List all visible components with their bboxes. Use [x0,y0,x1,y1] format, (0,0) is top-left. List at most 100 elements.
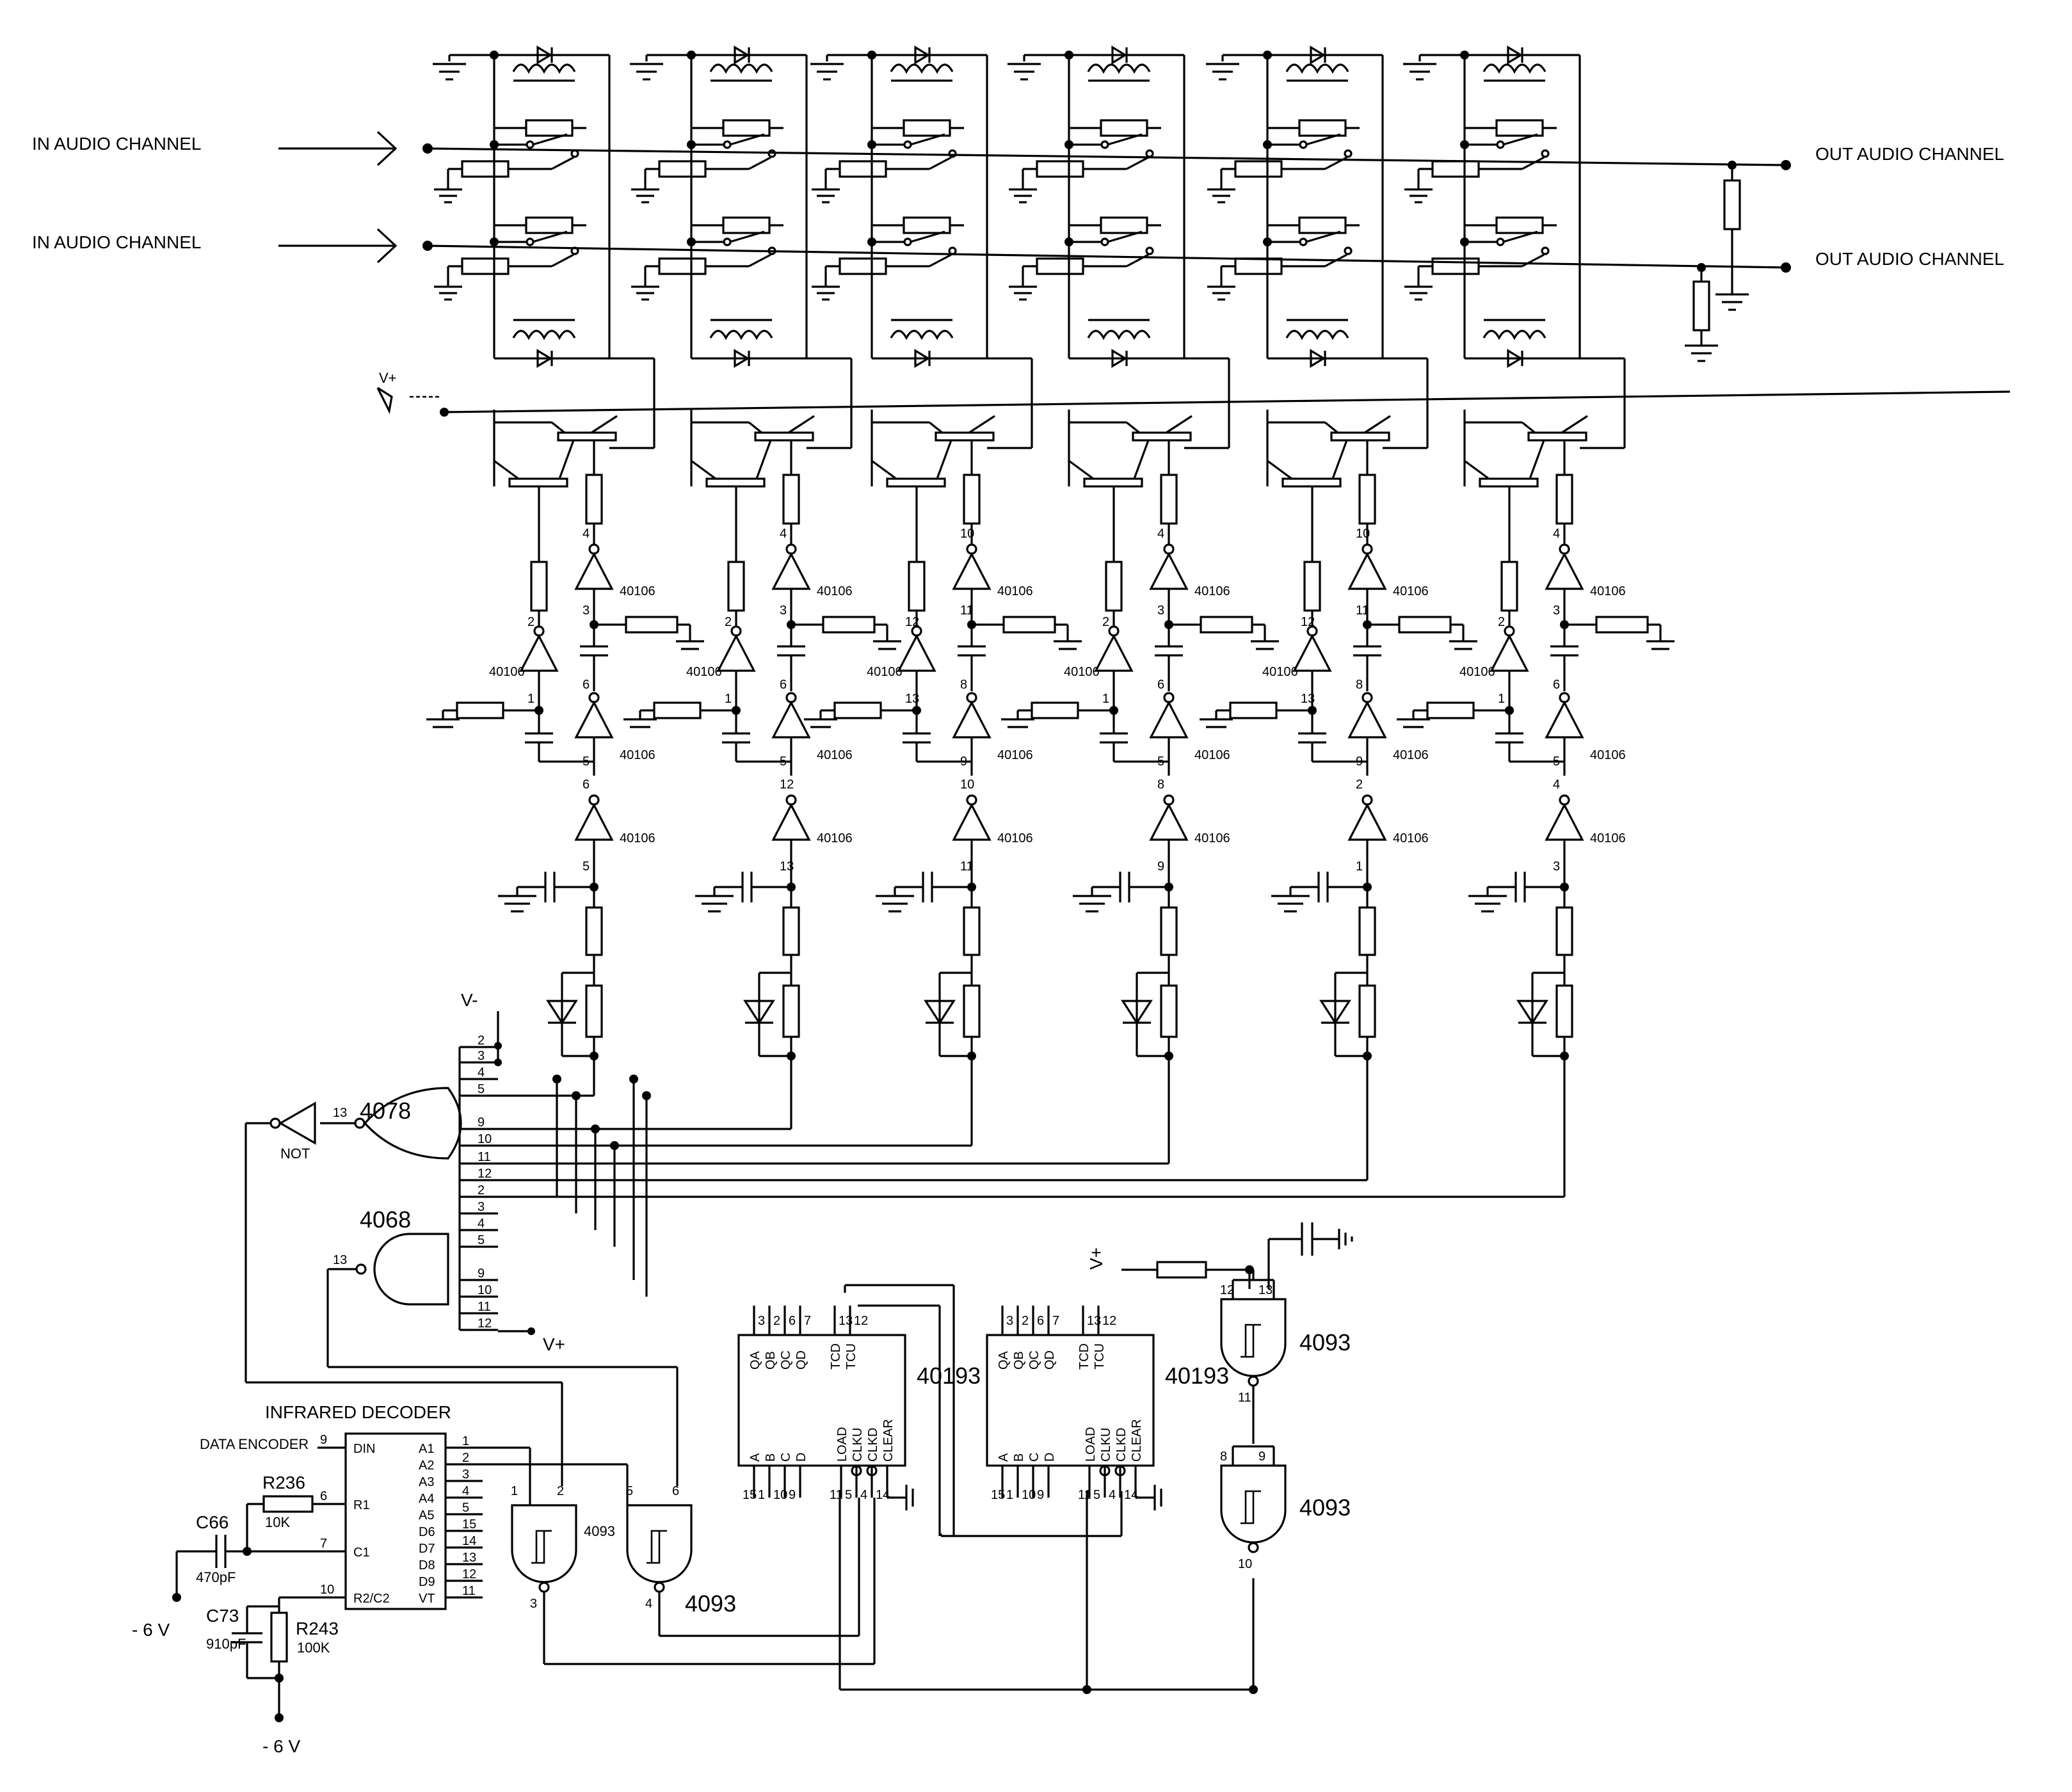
c66-label: C66 [196,1512,229,1532]
counter-pin-number: 10 [773,1488,787,1502]
switch-blade [551,253,574,268]
pin-label: 4 [1157,527,1164,541]
counter-pin-name: LOAD [1084,1427,1098,1462]
switch-resistor [1100,119,1148,137]
gate-4068-pin-number: 9 [478,1267,485,1281]
gate-4078-pin-number: 3 [478,1049,485,1063]
gate-pin-number: 10 [1238,1557,1252,1571]
transistor-q1 [1132,431,1192,442]
oscillator-circuit [1121,1222,1353,1289]
decoder-right-pin-number: 11 [462,1584,476,1598]
transistor-lead [1529,440,1545,479]
gate-4068-output-pin: 13 [333,1253,347,1267]
inverter-40106-label: 40106 [1194,748,1230,762]
inverter-40106 [1490,634,1529,672]
diode-bottom [1310,349,1326,368]
counter-pin-number: 9 [789,1488,796,1502]
decoder-right-pin-number: 15 [462,1517,476,1532]
counter-pin-name: CLKU [851,1428,865,1462]
contact [570,149,579,158]
vplus-supply-symbol [376,387,2011,417]
inverter-40106-label: 40106 [620,584,655,598]
decoder-right-pin-number: 4 [462,1484,469,1498]
switch-blade [551,156,574,170]
diode-top [1310,45,1326,65]
inverter-40106 [1347,552,1387,590]
inverter-40106 [519,634,559,672]
transistor-lead [591,415,618,434]
contact [903,237,912,246]
counter-pin-name: A [997,1453,1011,1462]
ic-4068-label: 4068 [360,1206,411,1233]
base-resistor [782,474,800,525]
inverter-40106-label: 40106 [1064,665,1100,679]
transistor-q1 [935,431,995,442]
clock-bubble [1114,1465,1126,1476]
led-diode [546,1000,578,1025]
diode-bottom [536,349,553,368]
switch-resistor [525,216,574,234]
base-resistor [727,561,745,612]
counter-2: 3QA2QB6QC7QD13TCD12TCU15A1B10C9D11LOAD5C… [986,1306,1162,1510]
pin-label: 4 [780,527,787,541]
pin-label: 12 [905,615,919,629]
schmitt-symbol [1241,1490,1261,1524]
transistor-lead [1267,460,1292,480]
diode-bottom [734,349,750,368]
gate-4078-pin-number: 5 [478,1082,485,1096]
sw-node [1263,237,1272,246]
inverter-40106-label: 40106 [997,831,1033,845]
in-audio-channel-1-label: IN AUDIO CHANNEL [32,134,202,154]
pin-label: 13 [780,860,794,874]
sw-node [867,237,876,246]
transistor-lead [494,460,519,480]
counter-pin-name: TCU [1093,1343,1107,1370]
transistor-q1 [1527,431,1587,442]
vplus-top-label: V+ [379,370,397,386]
contact [1299,140,1308,149]
transistor-lead [871,460,897,480]
pin-label: 10 [960,527,974,541]
decoder-left-pin: DIN [353,1442,375,1456]
inverter-40106 [1149,552,1189,590]
contact [723,140,732,149]
switch-blade [929,253,952,268]
counter-pin-name: QA [748,1350,762,1370]
decoder-right-pin-number: 1 [462,1434,469,1448]
decoder-left-pin: R1 [353,1498,370,1512]
transistor-q1 [557,431,617,442]
switch-blade [1107,133,1143,146]
transistor-lead [748,421,762,434]
gate-4078-pin-number: 2 [478,1034,485,1048]
gate-pin-number: 9 [1258,1450,1265,1464]
counter-pin-name: C [779,1453,793,1462]
decoder-left-pin-number: 9 [320,1433,327,1447]
pin-label: 6 [1157,678,1164,692]
switch-resistor [903,216,951,234]
input-arrow-1 [278,131,398,166]
pin-label: 9 [1157,860,1164,874]
pin-label: 3 [1553,860,1560,874]
bias-resistor [461,160,510,178]
nand-bubble [538,1581,550,1593]
gate-pin-number: 6 [672,1484,679,1498]
switch-resistor [1495,216,1544,234]
gate-4078-pin-number: 11 [478,1150,491,1164]
bias-resistor [1431,160,1480,178]
switch-blade [532,133,568,146]
transistor-lead [1522,421,1536,434]
c73-label: C73 [206,1606,239,1626]
transistor-q2 [705,477,766,488]
contact [1145,246,1154,255]
gate-4078-pin-number: 10 [478,1132,492,1146]
pull-resistor [1398,616,1452,634]
nand-bubble [654,1581,665,1593]
counter-pin-name: LOAD [835,1427,849,1462]
inverter-40106 [574,700,614,739]
switch-resistor [1100,216,1148,234]
transistor-q1 [1330,431,1390,442]
pin-label: 8 [1157,778,1164,792]
inverter-40106 [771,803,811,841]
inverter-40106 [716,634,756,672]
